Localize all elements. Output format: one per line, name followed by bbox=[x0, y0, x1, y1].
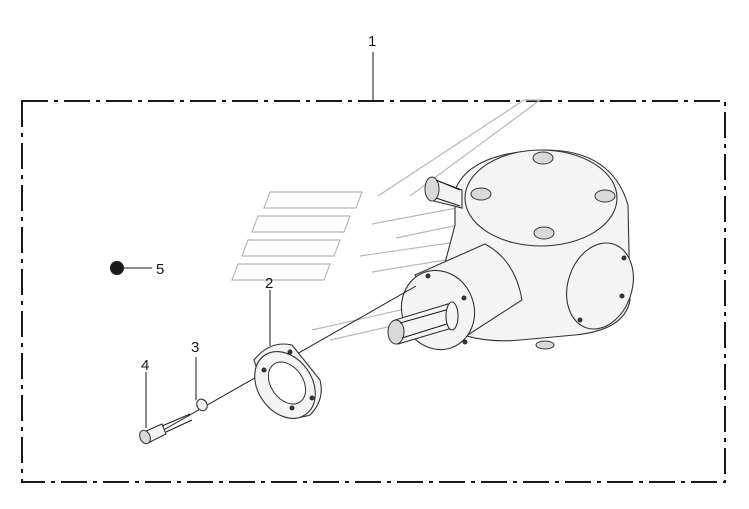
top-cover-bolts bbox=[470, 151, 616, 240]
side-cover bbox=[566, 242, 634, 330]
item-5-dot bbox=[110, 261, 124, 275]
gearbox-housing bbox=[400, 149, 634, 351]
callout-2: 2 bbox=[265, 275, 273, 292]
callout-4: 4 bbox=[141, 357, 149, 374]
flange-ring bbox=[253, 343, 322, 419]
cap-screw bbox=[139, 413, 193, 445]
callout-3: 3 bbox=[191, 339, 199, 356]
input-shaft bbox=[424, 176, 463, 209]
callout-1: 1 bbox=[368, 33, 376, 50]
output-shaft bbox=[387, 301, 459, 345]
top-cover bbox=[464, 149, 618, 247]
washer bbox=[196, 398, 208, 412]
callout-5: 5 bbox=[156, 261, 164, 278]
